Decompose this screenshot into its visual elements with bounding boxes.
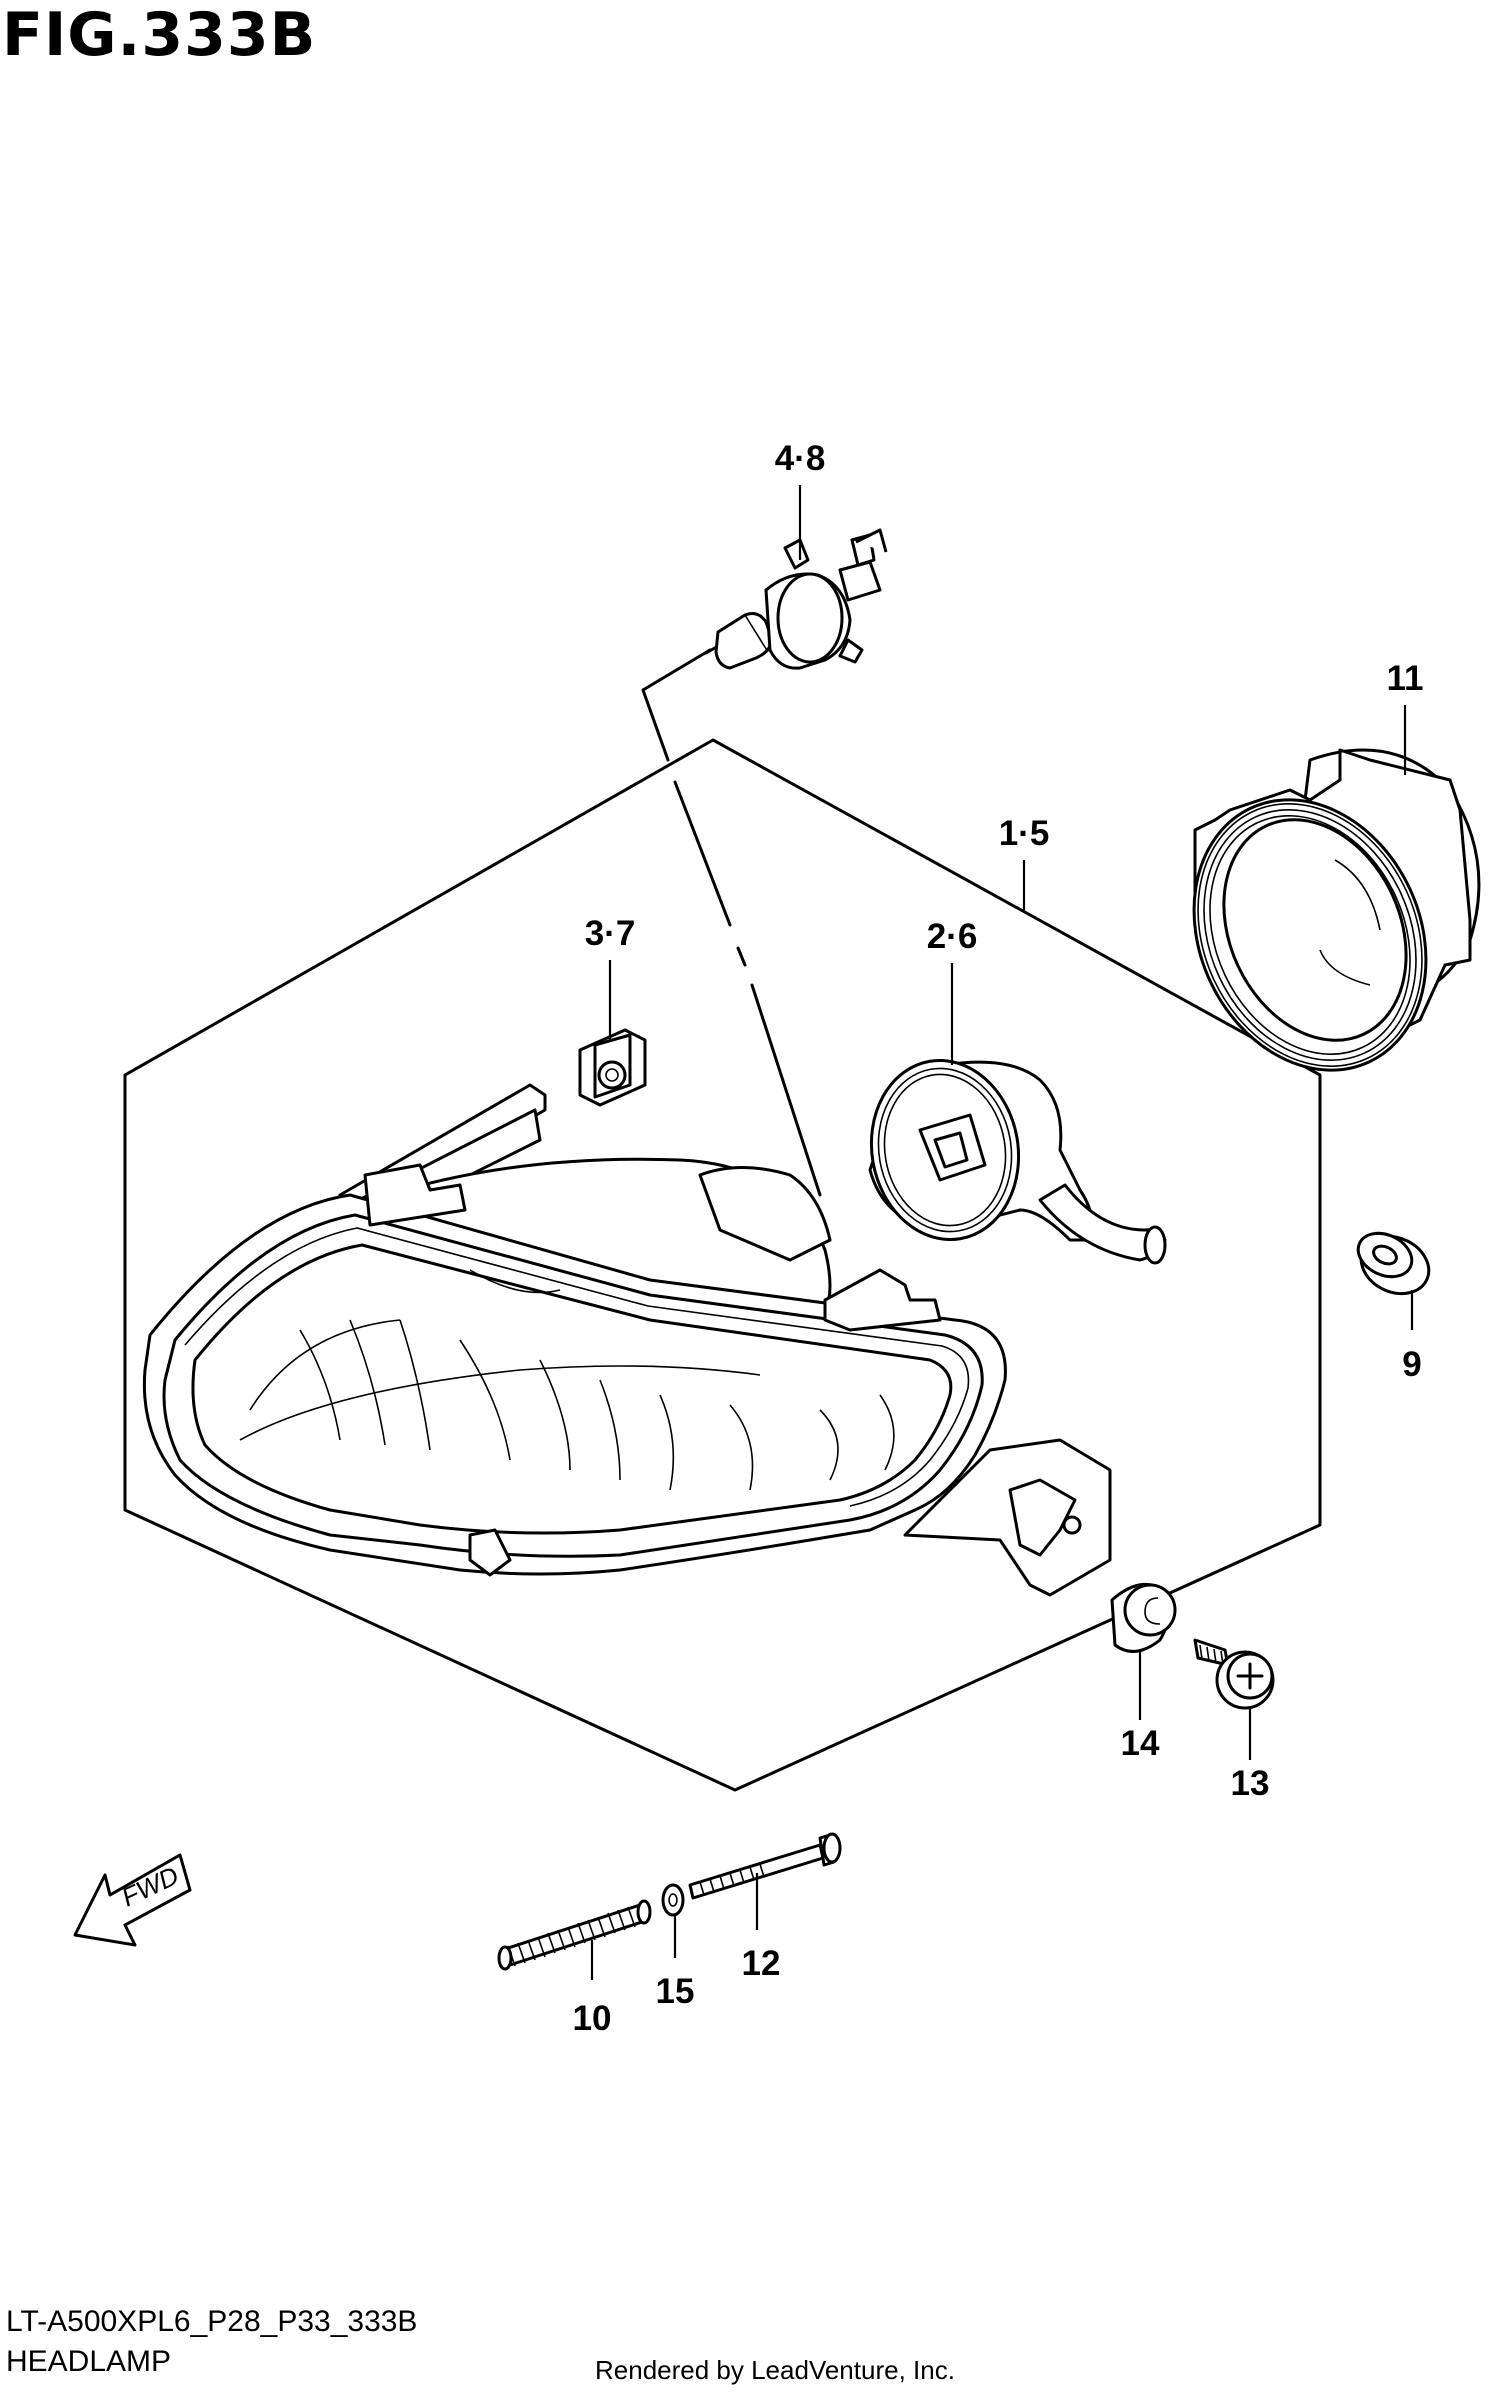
- cushion-drawing: [1110, 1582, 1177, 1653]
- callout-9: 9: [1402, 1345, 1421, 1384]
- spring-drawing: [497, 1899, 652, 1971]
- fwd-arrow: FWD: [73, 1853, 192, 1947]
- callout-4-8: 4·8: [775, 439, 826, 478]
- figure-title: FIG.333B: [2, 0, 317, 70]
- washer-drawing: [661, 1883, 685, 1917]
- socket-drawing: [868, 1058, 1167, 1265]
- section-name: HEADLAMP: [6, 2345, 172, 2378]
- assembly-outline: [123, 738, 1322, 1792]
- adjusting-screw-drawing: [688, 1832, 842, 1900]
- callout-15: 15: [656, 1972, 695, 2011]
- callout-14: 14: [1121, 1724, 1160, 1763]
- callout-2-6: 2·6: [927, 917, 978, 956]
- bulb-dash-line: [641, 648, 712, 762]
- callout-10: 10: [573, 1999, 612, 2038]
- callout-12: 12: [742, 1944, 781, 1983]
- bulb-cover-drawing: [1192, 748, 1481, 1072]
- model-code: LT-A500XPL6_P28_P33_333B: [6, 2305, 418, 2338]
- render-credit: Rendered by LeadVenture, Inc.: [595, 2355, 955, 2385]
- callout-13: 13: [1231, 1764, 1270, 1803]
- screw-drawing: [1193, 1638, 1275, 1710]
- grommet-drawing: [1356, 1231, 1431, 1296]
- callout-11: 11: [1387, 659, 1424, 698]
- headlamp-drawing: [142, 1083, 1112, 1597]
- callout-1-5: 1·5: [999, 814, 1050, 853]
- bulb-drawing: [704, 528, 888, 670]
- callout-3-7: 3·7: [585, 914, 636, 953]
- clip-nut-drawing: [578, 1028, 647, 1107]
